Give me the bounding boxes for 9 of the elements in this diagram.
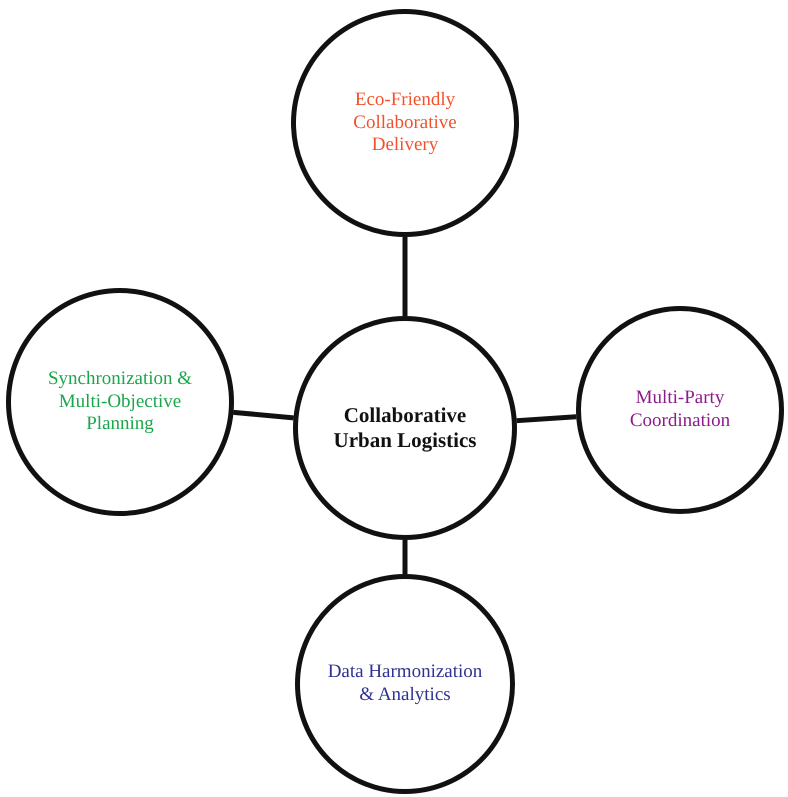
connector-line	[402, 237, 408, 316]
connector-line	[402, 540, 408, 574]
node-label: Data Harmonization & Analytics	[326, 661, 484, 707]
connector-line	[516, 414, 576, 424]
node-label: Eco-Friendly Collaborative Delivery	[352, 88, 458, 158]
node-label: Collaborative Urban Logistics	[332, 402, 478, 454]
connector-line	[233, 410, 294, 420]
node-label: Synchronization & Multi-Objective Planning	[46, 368, 194, 436]
node-label: Multi-Party Coordination	[628, 387, 732, 433]
